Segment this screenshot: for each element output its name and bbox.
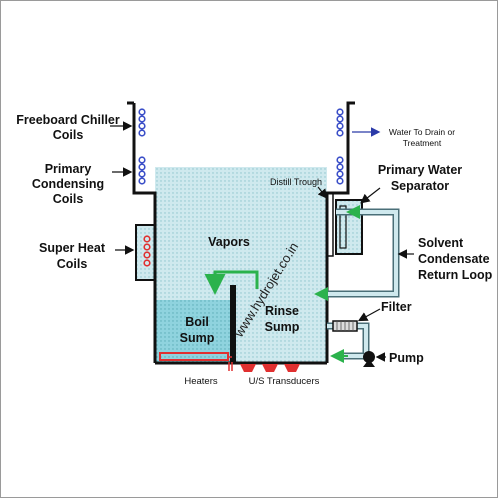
filter-arrow: [357, 308, 381, 322]
pump-icon: [363, 351, 375, 367]
freeboard-coils-left: [138, 108, 146, 137]
separator-arrow: [360, 187, 381, 204]
distill-trough: [326, 193, 334, 257]
label-solvent-3: Return Loop: [418, 268, 493, 282]
label-primary-cond-1: Primary: [45, 162, 92, 176]
label-boil-1: Boil: [185, 315, 209, 329]
label-rinse-1: Rinse: [265, 304, 299, 318]
label-solvent-1: Solvent: [418, 236, 464, 250]
label-superheat-1: Super Heat: [39, 241, 106, 255]
label-separator-1: Primary Water: [378, 163, 462, 177]
label-rinse-2: Sump: [265, 320, 300, 334]
label-transducers: U/S Transducers: [249, 376, 320, 387]
label-freeboard-2: Coils: [53, 128, 84, 142]
rinse-sump-liquid: [236, 294, 327, 363]
label-solvent-2: Condensate: [418, 252, 490, 266]
ultrasonic-transducers: [240, 364, 300, 372]
label-separator-2: Separator: [391, 179, 449, 193]
tank-left-wall: [132, 103, 157, 363]
label-distill-trough: Distill Trough: [270, 177, 322, 187]
overflow-arrow: [204, 270, 259, 295]
sump-divider: [230, 285, 236, 363]
label-heaters: Heaters: [184, 376, 218, 387]
vapor-zone: [155, 167, 327, 302]
label-pump: Pump: [389, 351, 424, 365]
filter-hatch: [336, 321, 354, 331]
label-filter: Filter: [381, 300, 412, 314]
label-boil-2: Sump: [180, 331, 215, 345]
superheat-coils: [143, 235, 151, 267]
label-primary-cond-2: Condensing: [32, 177, 104, 191]
label-water-drain-2: Treatment: [403, 138, 442, 148]
freeboard-coils-right: [336, 108, 344, 137]
primary-condensing-coils-left: [138, 156, 146, 185]
label-superheat-2: Coils: [57, 257, 88, 271]
return-loop-pipe-inner: [322, 210, 398, 296]
label-primary-cond-3: Coils: [53, 192, 84, 206]
heater-lead: [228, 356, 233, 371]
separator-inner-tube: [339, 205, 347, 249]
label-vapors: Vapors: [208, 235, 250, 249]
label-water-drain-1: Water To Drain or: [389, 127, 455, 137]
distill-trough-arrow: [317, 186, 328, 199]
label-freeboard-1: Freeboard Chiller: [16, 113, 120, 127]
primary-condensing-coils-right: [336, 156, 344, 185]
